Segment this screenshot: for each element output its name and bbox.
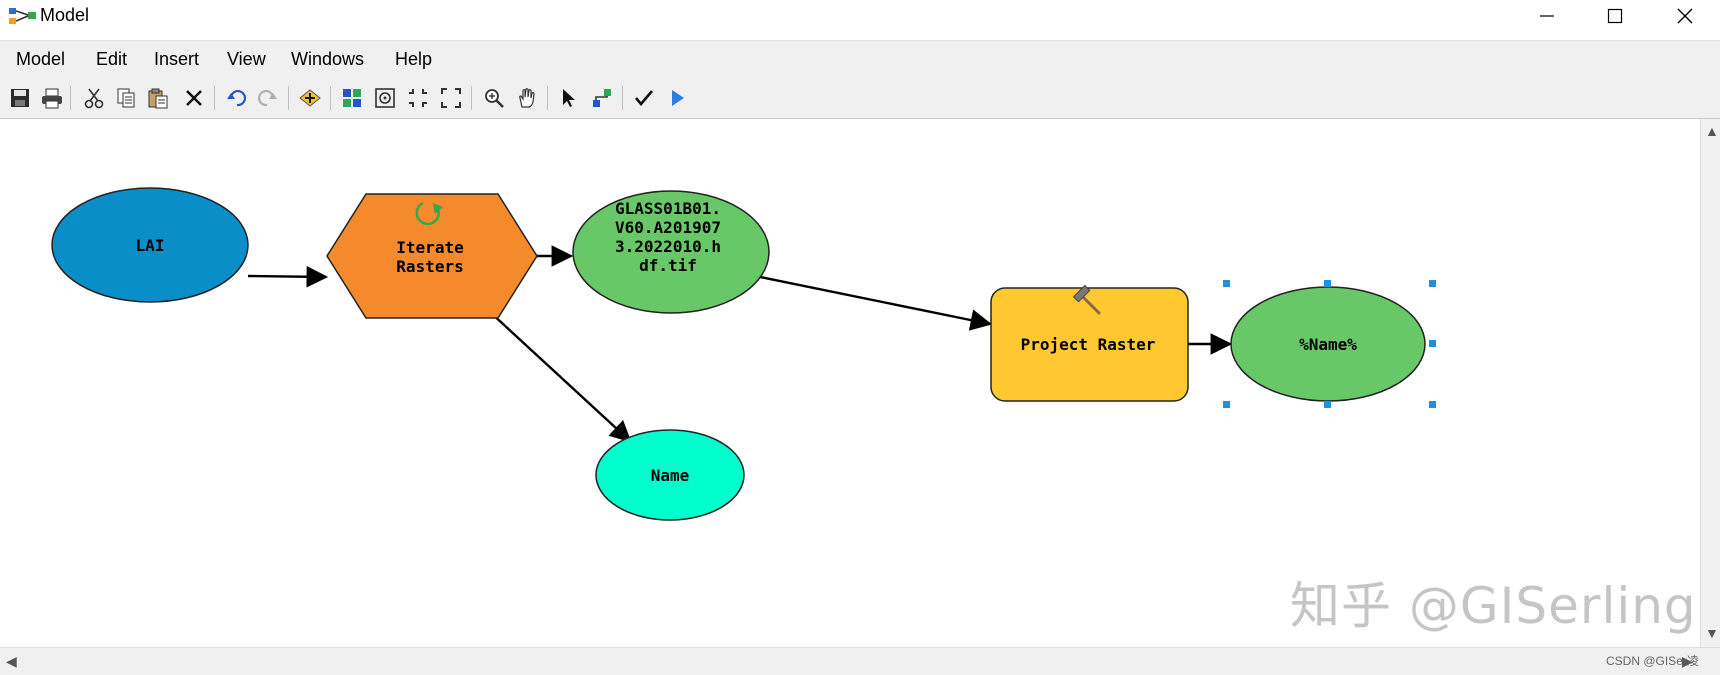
model-app-icon xyxy=(9,8,36,24)
node-iterate-label-1: Iterate xyxy=(396,238,463,257)
iterate-icon xyxy=(415,201,443,226)
delete-button[interactable] xyxy=(181,85,207,111)
node-lai[interactable]: LAI xyxy=(51,187,249,303)
title-bar: Model xyxy=(0,0,1720,32)
validate-icon xyxy=(635,90,653,107)
auto-layout-icon xyxy=(343,89,361,107)
horizontal-scrollbar[interactable]: ◀ ▶ xyxy=(0,647,1720,675)
credit-text: CSDN @GISer凌 xyxy=(1606,654,1699,668)
window-title: Model xyxy=(40,5,90,25)
auto-layout-button[interactable] xyxy=(339,85,365,111)
add-data-button[interactable] xyxy=(297,85,323,111)
connector-glass-project[interactable] xyxy=(759,275,993,331)
print-button[interactable] xyxy=(39,85,65,111)
node-output-name[interactable]: %Name% xyxy=(1223,280,1436,408)
full-extent-button[interactable] xyxy=(372,85,398,111)
save-button[interactable] xyxy=(7,85,33,111)
scroll-left-icon[interactable]: ◀ xyxy=(6,653,17,669)
maximize-icon xyxy=(1607,8,1623,24)
print-icon xyxy=(42,88,62,109)
validate-button[interactable] xyxy=(631,85,657,111)
node-lai-label: LAI xyxy=(136,236,165,255)
menu-windows[interactable]: Windows xyxy=(291,49,365,69)
zoom-in-fixed-button[interactable] xyxy=(405,85,431,111)
vertical-scrollbar[interactable]: ▲ ▼ xyxy=(1700,119,1720,647)
copy-button[interactable] xyxy=(113,85,139,111)
add-data-icon xyxy=(299,89,321,107)
undo-button[interactable] xyxy=(223,85,249,111)
zoom-out-fixed-icon xyxy=(441,88,461,108)
connector-lai-iterate[interactable] xyxy=(247,265,329,288)
menu-model[interactable]: Model xyxy=(16,49,66,69)
connect-icon xyxy=(593,89,611,107)
connector-iterate-name[interactable] xyxy=(489,311,632,443)
delete-icon xyxy=(186,90,202,106)
scroll-down-icon[interactable]: ▼ xyxy=(1705,625,1719,641)
minimize-button[interactable] xyxy=(1512,0,1582,32)
run-button[interactable] xyxy=(664,85,690,111)
zoom-in-fixed-icon xyxy=(409,89,427,107)
menu-insert[interactable]: Insert xyxy=(154,49,200,69)
scroll-right-icon[interactable]: ▶ xyxy=(1682,653,1693,669)
minimize-icon xyxy=(1540,15,1554,17)
node-name[interactable]: Name xyxy=(595,429,745,521)
model-diagram: LAI Iterate Rasters GLASS01B01. V60.A201… xyxy=(51,187,1436,521)
paste-button[interactable] xyxy=(145,85,171,111)
scroll-up-icon[interactable]: ▲ xyxy=(1705,123,1719,139)
menu-bar: Model Edit Insert View Windows Help xyxy=(0,40,1720,79)
node-out-label: %Name% xyxy=(1299,335,1357,354)
node-iterate-label-2: Rasters xyxy=(396,257,463,276)
selection-handles[interactable] xyxy=(1223,280,1436,408)
zoom-out-fixed-button[interactable] xyxy=(438,85,464,111)
select-icon xyxy=(563,89,575,107)
close-icon xyxy=(1677,8,1693,24)
redo-icon xyxy=(258,90,277,107)
run-icon xyxy=(672,90,684,106)
menu-view[interactable]: View xyxy=(227,49,266,69)
node-project-raster[interactable]: Project Raster xyxy=(990,284,1189,402)
model-canvas[interactable]: LAI Iterate Rasters GLASS01B01. V60.A201… xyxy=(0,119,1700,647)
node-name-label: Name xyxy=(651,466,690,485)
pan-icon xyxy=(519,88,535,108)
redo-button[interactable] xyxy=(255,85,281,111)
node-project-label: Project Raster xyxy=(1021,335,1156,354)
menu-edit[interactable]: Edit xyxy=(96,49,128,69)
watermark: 知乎 @GISerling xyxy=(1290,577,1697,635)
node-glass-label-4: df.tif xyxy=(639,256,697,275)
node-glass-label-3: 3.2022010.h xyxy=(615,237,721,256)
menu-help[interactable]: Help xyxy=(395,49,433,69)
paste-icon xyxy=(148,88,168,109)
node-glass-raster[interactable]: GLASS01B01. V60.A201907 3.2022010.h df.t… xyxy=(572,190,770,314)
close-button[interactable] xyxy=(1650,0,1720,32)
node-glass-label-1: GLASS01B01. xyxy=(615,199,721,218)
node-iterate-rasters[interactable]: Iterate Rasters xyxy=(326,193,538,319)
full-extent-icon xyxy=(375,88,395,108)
toolbar xyxy=(0,78,1720,119)
copy-icon xyxy=(117,88,135,108)
maximize-button[interactable] xyxy=(1580,0,1650,32)
node-glass-label-2: V60.A201907 xyxy=(615,218,721,237)
undo-icon xyxy=(227,90,246,107)
hammer-icon xyxy=(1072,284,1102,316)
cut-button[interactable] xyxy=(81,85,107,111)
cut-icon xyxy=(84,88,104,109)
zoom-icon xyxy=(485,89,504,108)
zoom-button[interactable] xyxy=(481,85,507,111)
save-icon xyxy=(11,89,29,107)
pan-button[interactable] xyxy=(514,85,540,111)
select-button[interactable] xyxy=(556,85,582,111)
connect-button[interactable] xyxy=(589,85,615,111)
